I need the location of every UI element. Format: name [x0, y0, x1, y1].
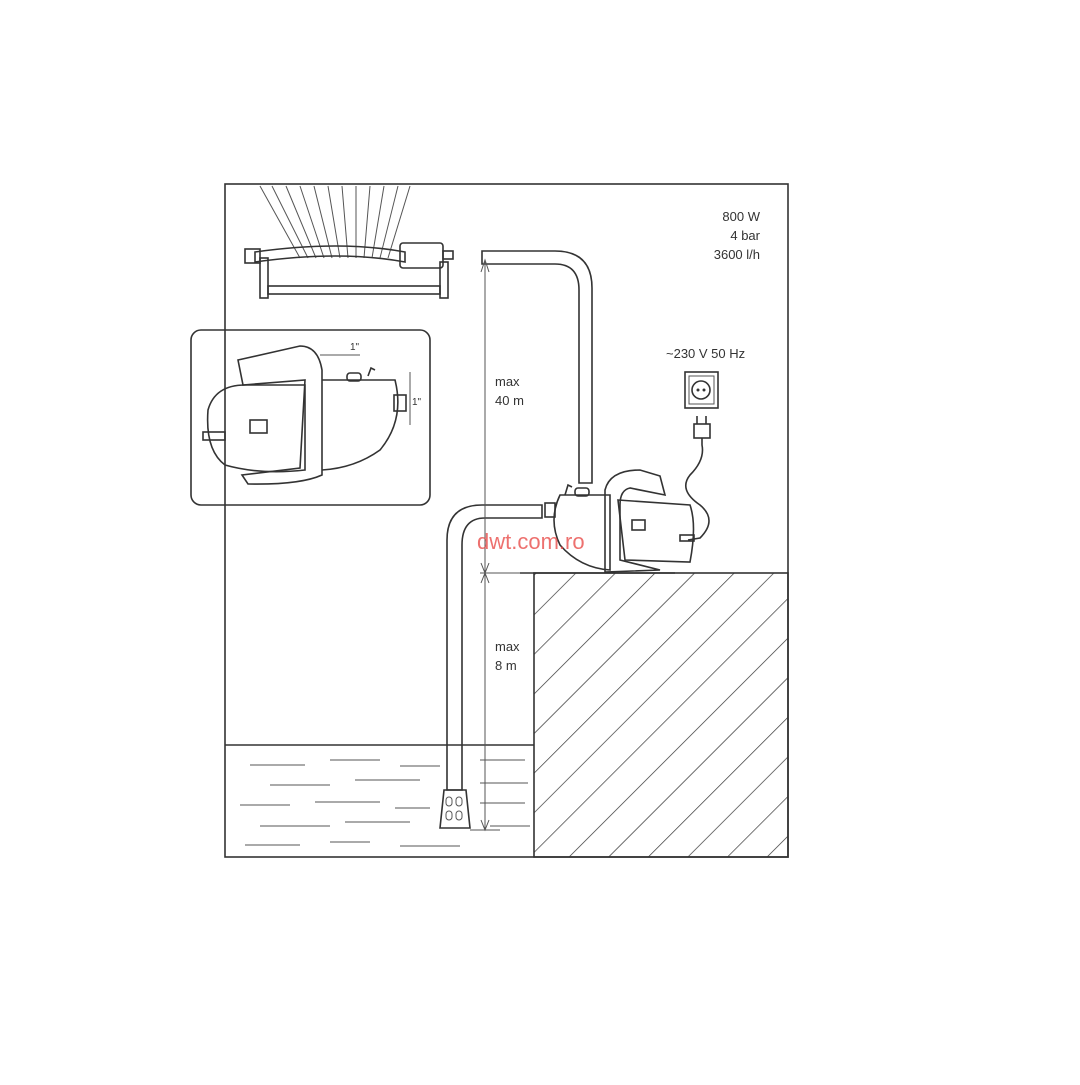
watermark: dwt.com.ro [477, 529, 585, 554]
spec-pressure: 4 bar [730, 228, 760, 243]
pump-detail-inset [190, 329, 431, 506]
spec-flow: 3600 l/h [714, 247, 760, 262]
supply-voltage-label: ~230 V 50 Hz [666, 346, 745, 361]
jet-pump [520, 469, 695, 574]
discharge-pipe [481, 250, 593, 484]
discharge-height-label: max [495, 374, 520, 389]
suction-height-label: max [495, 639, 520, 654]
room-frame [224, 183, 789, 858]
outlet-size-label: 1" [350, 342, 360, 353]
foot-valve-strainer [439, 789, 471, 829]
sprinkler [244, 185, 454, 299]
spec-power: 800 W [722, 209, 760, 224]
inlet-size-label: 1" [412, 397, 422, 408]
ground-block [533, 572, 789, 858]
discharge-height-value: 40 m [495, 393, 524, 408]
water-well [225, 744, 534, 847]
suction-height-value: 8 m [495, 658, 517, 673]
plug-icon [684, 416, 711, 541]
power-socket-icon [684, 371, 719, 409]
